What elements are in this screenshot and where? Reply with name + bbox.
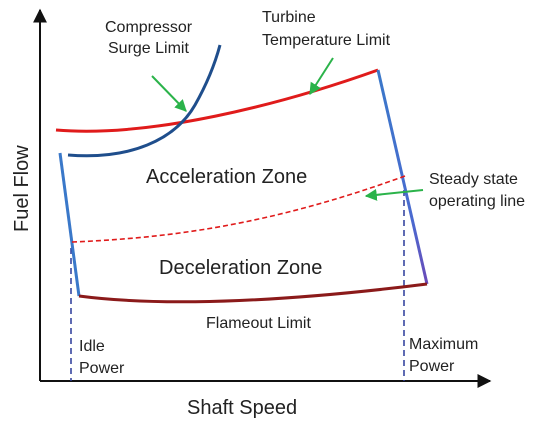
compressor-surge-label-line2: Surge Limit (108, 40, 189, 57)
left-boundary-line (58, 152, 81, 297)
idle-power-label-line1: Idle (79, 338, 105, 355)
flameout-limit-label: Flameout Limit (206, 315, 311, 332)
surge-pointer-arrow (151, 75, 187, 112)
y-axis-label: Fuel Flow (11, 145, 33, 232)
steady-state-label-line2: operating line (429, 193, 525, 210)
compressor-surge-limit-curve (67, 44, 222, 158)
steady-state-operating-line (71, 175, 406, 243)
flameout-limit-curve (78, 282, 428, 304)
turbine-temperature-limit-curve (55, 68, 379, 133)
deceleration-zone-label: Deceleration Zone (159, 257, 322, 279)
turbine-temp-label-line2: Temperature Limit (262, 32, 391, 49)
maximum-power-label-line2: Power (409, 358, 455, 375)
compressor-surge-label-line1: Compressor (105, 19, 193, 36)
idle-power-label-line2: Power (79, 360, 125, 377)
steady-state-label-line1: Steady state (429, 171, 518, 188)
maximum-power-label-line1: Maximum (409, 336, 478, 353)
turbine-temp-label-line1: Turbine (262, 9, 316, 26)
steady-state-pointer-arrow (364, 188, 424, 201)
x-axis-label: Shaft Speed (187, 397, 297, 419)
turbine-pointer-arrow (309, 57, 334, 96)
acceleration-zone-label: Acceleration Zone (146, 166, 307, 188)
